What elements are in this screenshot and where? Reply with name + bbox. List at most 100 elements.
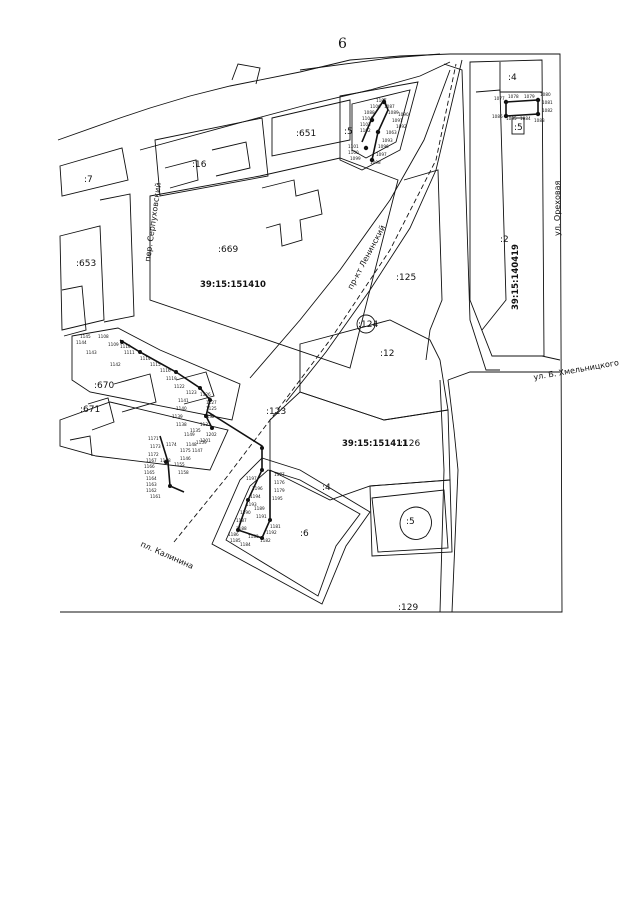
point-label: 1146 xyxy=(180,456,191,461)
block-label-151410: 39:15:151410 xyxy=(200,280,266,290)
point-label: 1089 xyxy=(388,110,399,115)
point-label: 1144 xyxy=(76,340,87,345)
plot-label-4: :4 xyxy=(322,483,331,493)
point-label: 1202 xyxy=(206,432,217,437)
plot-2 xyxy=(469,59,545,357)
point-label: 1158 xyxy=(178,470,189,475)
point-label: 1159 xyxy=(196,440,207,445)
plot-671 xyxy=(59,401,229,471)
point-label: 1116 xyxy=(160,368,171,373)
boundary-line xyxy=(505,99,539,117)
plot-6-inner xyxy=(225,469,361,597)
point-label: 1093 xyxy=(382,138,393,143)
point-label: 1085 xyxy=(506,116,517,121)
plot-label-669: :669 xyxy=(218,245,238,255)
plot-label-670: :670 xyxy=(94,381,114,391)
plot-label-16: :16 xyxy=(192,160,207,170)
plot-label-7: :7 xyxy=(84,175,93,185)
plot-label-124: :124 xyxy=(358,320,378,330)
point-label: 1187 xyxy=(236,518,247,523)
plot-6 xyxy=(211,457,371,605)
point-label: 1162 xyxy=(146,488,157,493)
point-label: 1191 xyxy=(256,514,267,519)
point-label: 1182 xyxy=(260,538,271,543)
point-label: 1177 xyxy=(274,472,285,477)
point-label: 1185 xyxy=(230,538,241,543)
point-label: 1168 xyxy=(160,458,171,463)
point-label: 1190 xyxy=(240,510,251,515)
plot-label-5: :5 xyxy=(406,517,415,527)
building xyxy=(61,285,87,337)
point-group-b: 1077 1078 1079 1080 1081 1082 1083 1084 … xyxy=(492,92,553,123)
plot-4 xyxy=(499,62,542,93)
building xyxy=(87,397,115,431)
plot-label-2: :2 xyxy=(500,235,509,245)
point-label: 1196 xyxy=(252,486,263,491)
point-label: 1138 xyxy=(176,422,187,427)
building xyxy=(164,159,199,189)
point-label: 1184 xyxy=(240,542,251,547)
point-label: 1165 xyxy=(144,470,155,475)
plot-5-inner xyxy=(351,89,411,159)
plot-label-671: :671 xyxy=(80,405,100,415)
point-label: 1183 xyxy=(248,534,259,539)
building xyxy=(261,179,323,247)
plot-125 xyxy=(403,169,443,361)
point-label: 1171 xyxy=(148,436,159,441)
point-label: 1195 xyxy=(272,496,283,501)
point-label: 1193 xyxy=(246,502,257,507)
plot-5-right xyxy=(511,117,525,135)
point-label: 1125 xyxy=(206,406,217,411)
point-label: 1111 xyxy=(124,350,135,355)
building xyxy=(99,193,135,323)
point-label: 1161 xyxy=(150,494,161,499)
road-edge xyxy=(447,371,560,381)
point-label: 1103 xyxy=(360,122,371,127)
building xyxy=(69,435,93,457)
point-label: 1099 xyxy=(350,156,361,161)
building xyxy=(211,141,251,177)
building xyxy=(399,506,432,540)
point-label: 1181 xyxy=(270,524,281,529)
plot-label-6: :6 xyxy=(300,529,309,539)
point-label: 1084 xyxy=(520,116,531,121)
point-label: 1139 xyxy=(172,414,183,419)
plot-label-129: :129 xyxy=(398,603,418,613)
point-label: 1188 xyxy=(236,526,247,531)
point-label: 1145 xyxy=(80,334,91,339)
point-label: 1096 xyxy=(378,144,389,149)
plot-12 xyxy=(299,319,449,421)
point-label: 1155 xyxy=(174,462,185,467)
point-label: 1063 xyxy=(386,130,397,135)
point-label: 1107 xyxy=(376,98,387,103)
point-label: 1101 xyxy=(348,144,359,149)
road-edge xyxy=(439,379,445,613)
plot-label-123: :123 xyxy=(266,407,286,417)
plot-126 xyxy=(369,479,453,557)
point-label: 1166 xyxy=(144,464,155,469)
road-edge xyxy=(285,59,463,403)
plot-label-5: :5 xyxy=(514,123,523,133)
plot-label-653: :653 xyxy=(76,259,96,269)
point-label: 1148 xyxy=(186,442,197,447)
point-label: 1122 xyxy=(174,384,185,389)
building xyxy=(175,371,215,405)
point-label: 1108 xyxy=(98,334,109,339)
point-label: 1106 xyxy=(370,104,381,109)
point-label: 1088 xyxy=(364,110,375,115)
point-label: 1175 xyxy=(180,448,191,453)
point-label: 1092 xyxy=(396,124,407,129)
road-edge xyxy=(173,63,457,543)
plot-5-low xyxy=(371,489,449,553)
block-label-151411: 39:15:151411 xyxy=(342,439,408,449)
point-label: 1179 xyxy=(274,488,285,493)
point-label: 1126 xyxy=(200,392,211,397)
point-label: 1081 xyxy=(542,100,553,105)
point-label: 1172 xyxy=(148,452,159,457)
plot-16 xyxy=(154,117,269,197)
plot-653 xyxy=(59,225,105,331)
plot-669 xyxy=(149,157,399,369)
point-label: 1102 xyxy=(360,128,371,133)
point-label: 1086 xyxy=(492,114,503,119)
